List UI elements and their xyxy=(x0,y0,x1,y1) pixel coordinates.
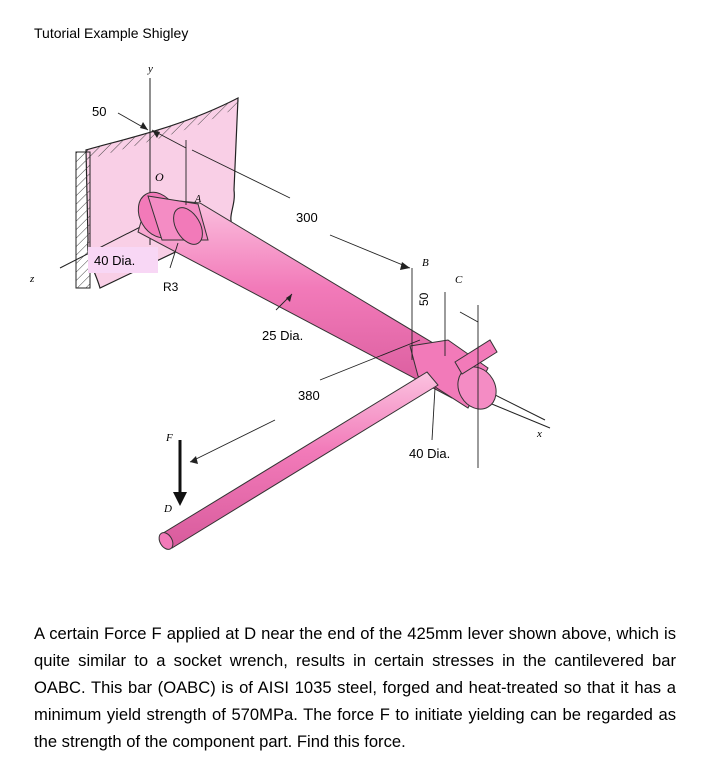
dim-300: 300 xyxy=(296,210,318,225)
dim-50-top: 50 xyxy=(92,104,106,119)
point-label-o: O xyxy=(155,170,164,184)
lever-cd xyxy=(158,371,439,550)
point-label-d: D xyxy=(163,503,172,515)
x-axis-label: x xyxy=(536,428,542,440)
point-label-b: B xyxy=(422,257,429,269)
z-axis-line xyxy=(59,221,151,269)
dim-380: 380 xyxy=(298,388,320,403)
dim-40-dia-left: 40 Dia. xyxy=(94,253,135,268)
point-label-a: A xyxy=(194,194,202,205)
z-axis-label: z xyxy=(29,273,35,285)
dim-40-dia-right: 40 Dia. xyxy=(409,446,450,461)
dim-40-dia-left-box xyxy=(88,247,158,273)
y-axis-label: y xyxy=(147,63,153,75)
force-label-f: F xyxy=(165,432,173,444)
dim-50-bc: 50 xyxy=(417,292,431,306)
page-heading: Tutorial Example Shigley xyxy=(34,25,189,41)
force-arrow xyxy=(173,440,187,506)
dim-25-dia: 25 Dia. xyxy=(262,328,303,343)
point-label-c: C xyxy=(455,274,463,286)
shaft-figure: y z x F D O A B C xyxy=(29,63,551,550)
dimension-lines xyxy=(117,112,479,468)
shaft-oabc xyxy=(137,191,498,410)
problem-statement: A certain Force F applied at D near the … xyxy=(34,624,676,751)
dim-r3: R3 xyxy=(163,280,179,294)
dimension-arrowheads xyxy=(140,122,410,464)
